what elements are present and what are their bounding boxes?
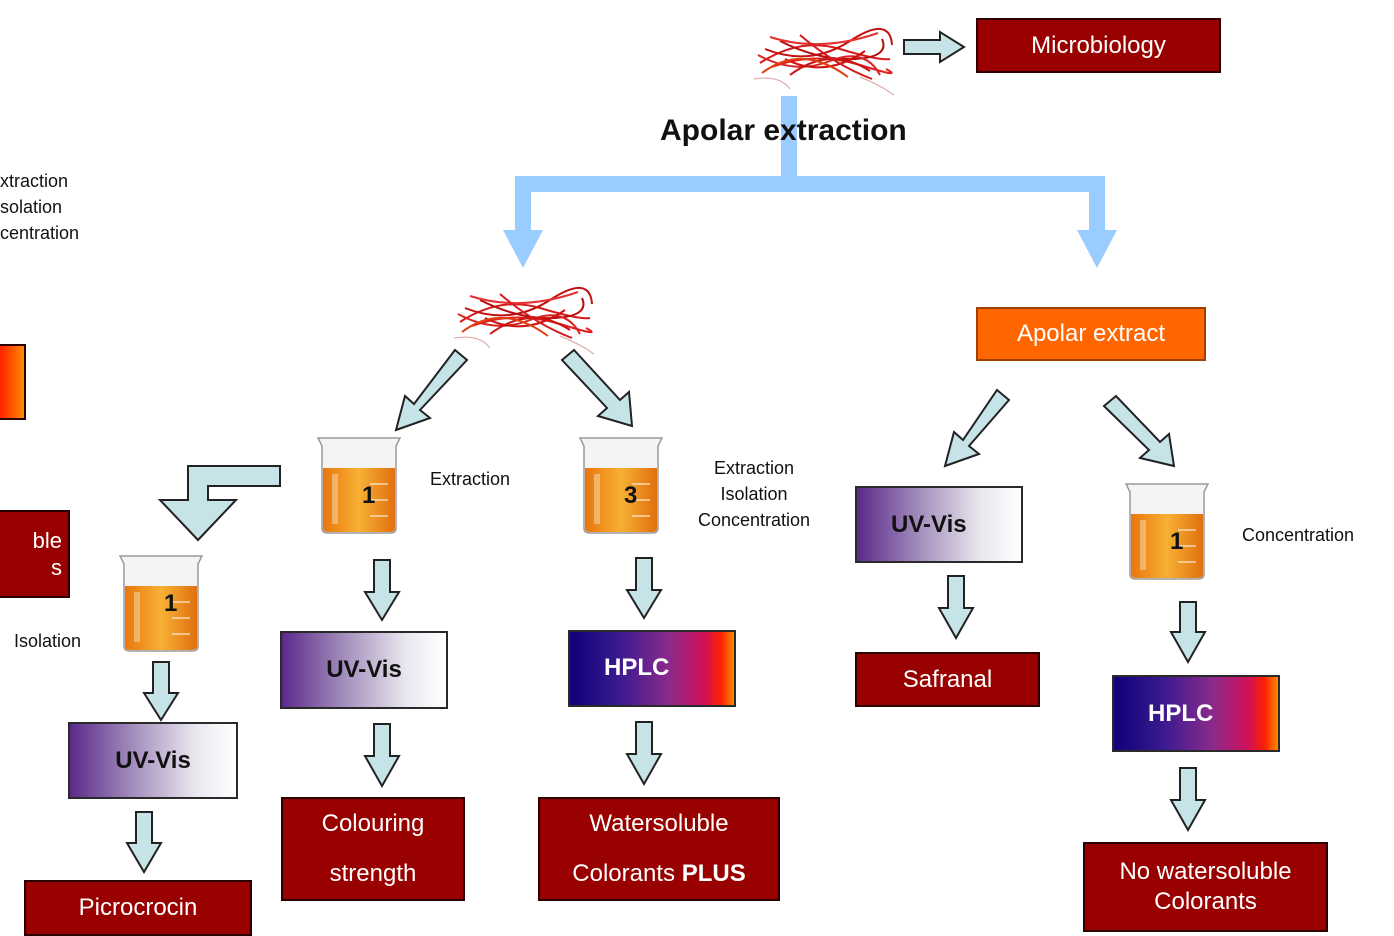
safranal-box: Safranal <box>855 652 1040 707</box>
isolation-label: Isolation <box>14 631 82 651</box>
picrocrocin-box: Picrocrocin <box>24 880 252 936</box>
microbiology-box: Microbiology <box>976 18 1221 73</box>
hplc-box: HPLC <box>1112 675 1280 752</box>
extraction-isolation-concentration-label: Extraction Isolation Concentration <box>698 458 811 530</box>
result-line: No watersoluble <box>1119 858 1292 885</box>
uv-vis-box: UV-Vis <box>68 722 238 799</box>
left-cropped-result-box: ble s <box>0 510 70 598</box>
bent-arrow-icon <box>157 465 281 542</box>
colouring-strength-box: Colouring strength <box>281 797 465 901</box>
beaker-extraction-icon <box>317 437 401 534</box>
extraction-label: Extraction <box>430 469 511 489</box>
watersoluble-colorants-plus-box: Watersoluble Colorants PLUS <box>538 797 780 901</box>
arrow-down-icon <box>142 661 180 722</box>
result-bold: PLUS <box>681 860 746 887</box>
beaker-number: 1 <box>362 482 376 509</box>
arrow-down-icon <box>937 575 975 641</box>
uv-vis-box: UV-Vis <box>855 486 1023 563</box>
beaker-number: 1 <box>1170 528 1184 555</box>
saffron-middle-image <box>453 286 595 355</box>
no-watersoluble-colorants-box: No watersoluble Colorants <box>1083 842 1328 932</box>
result-line: strength <box>329 860 417 887</box>
arrow-down-icon <box>363 559 401 622</box>
diagram-title: Apolar extraction <box>660 114 907 147</box>
result-line: Colorants <box>1154 888 1257 915</box>
hplc-box: HPLC <box>568 630 736 707</box>
beaker-isolation-icon <box>119 555 203 652</box>
result-line: Colouring <box>321 810 425 837</box>
saffron-top-image <box>753 27 895 96</box>
arrow-diagonal-icon <box>394 348 469 432</box>
beaker-number: 1 <box>164 590 178 617</box>
arrow-diagonal-icon <box>560 348 634 428</box>
result-prefix: Colorants <box>572 860 682 887</box>
arrow-down-icon <box>363 723 401 789</box>
arrow-down-icon <box>625 721 663 787</box>
beaker-number: 3 <box>624 482 638 509</box>
beaker-extraction-isolation-icon <box>579 437 663 534</box>
result-line: Colorants PLUS <box>572 859 745 889</box>
uv-vis-box: UV-Vis <box>280 631 448 709</box>
main-flow-connectors <box>503 96 1117 268</box>
arrow-down-icon <box>625 557 663 620</box>
arrow-down-icon <box>125 811 163 874</box>
left-cropped-gradient-box <box>0 344 26 420</box>
apolar-extract-box: Apolar extract <box>976 307 1206 361</box>
result-line: Watersoluble <box>589 810 729 837</box>
arrow-down-icon <box>1169 601 1207 665</box>
arrow-to-microbiology <box>903 30 966 64</box>
left-cropped-notes: xtraction solation centration <box>0 171 80 243</box>
concentration-label: Concentration <box>1242 525 1355 545</box>
arrow-down-icon <box>1169 767 1207 833</box>
arrow-diagonal-icon <box>943 388 1011 468</box>
arrow-diagonal-icon <box>1102 394 1176 468</box>
beaker-concentration-icon <box>1125 483 1209 580</box>
